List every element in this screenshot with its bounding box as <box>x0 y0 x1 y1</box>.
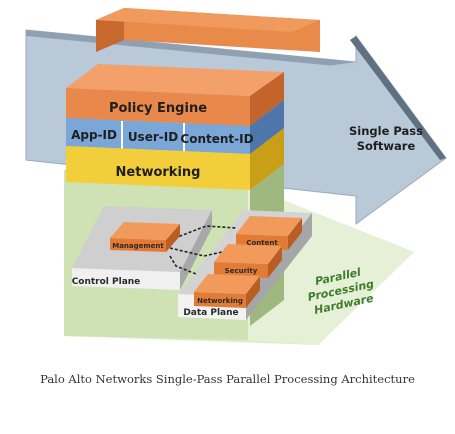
arrow-label-line2: Software <box>357 139 416 153</box>
management-label: Management <box>112 242 164 250</box>
policy-engine-label: Policy Engine <box>109 101 207 116</box>
networking-chip-label: Networking <box>197 297 243 305</box>
policy-engine-front <box>66 88 250 126</box>
control-plane-label: Control Plane <box>72 277 141 287</box>
user-id-label: User-ID <box>128 130 178 144</box>
app-id-label: App-ID <box>71 128 117 142</box>
security-label: Security <box>225 267 258 275</box>
networking-layer-front <box>66 146 250 190</box>
connector-lines <box>169 225 237 275</box>
id-row-side <box>250 100 284 154</box>
networking-chip <box>194 274 260 308</box>
management-chip <box>110 222 180 252</box>
content-label: Content <box>246 239 278 247</box>
security-chip <box>214 244 282 278</box>
content-id-label: Content-ID <box>180 132 253 146</box>
networking-layer-label: Networking <box>116 165 201 180</box>
networking-layer-side <box>250 128 284 190</box>
back-policy-block <box>96 8 320 52</box>
arrow-label-line1: Single Pass <box>349 124 423 138</box>
policy-engine-top <box>66 64 284 96</box>
data-plane-label: Data Plane <box>183 308 238 318</box>
id-row-front <box>66 118 250 154</box>
policy-engine-side <box>250 72 284 126</box>
figure-caption: Palo Alto Networks Single-Pass Parallel … <box>40 372 415 386</box>
